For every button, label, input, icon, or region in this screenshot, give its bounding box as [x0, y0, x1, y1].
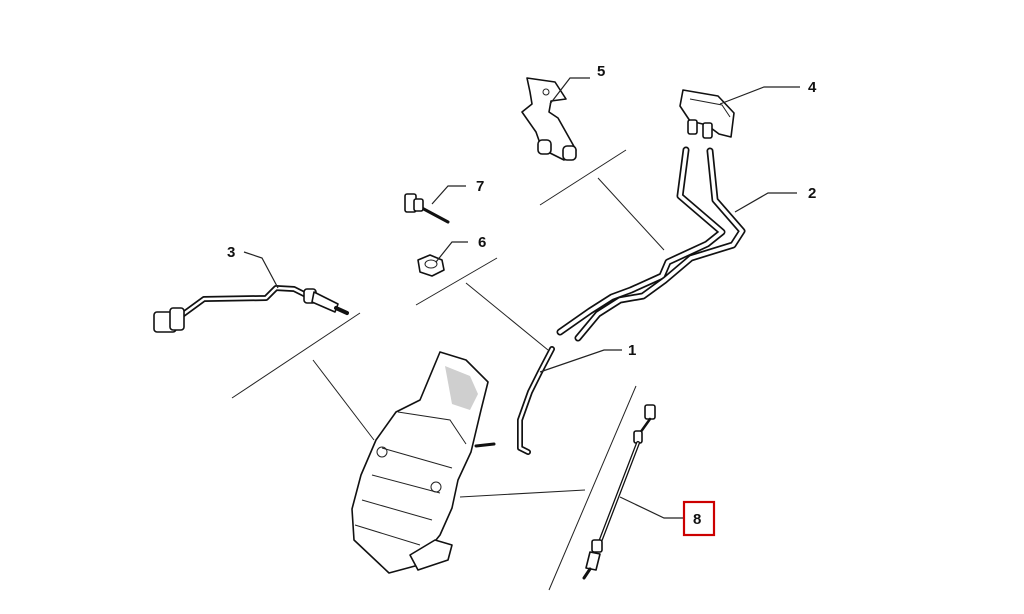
leader-2 — [734, 192, 797, 213]
callout-3[interactable]: 3 — [227, 244, 235, 261]
assembly-guide-lines — [231, 149, 665, 591]
leader-4 — [719, 86, 800, 105]
leader-6 — [435, 241, 468, 263]
leader-3 — [243, 251, 279, 289]
part-3-temperature-sensor[interactable] — [153, 285, 349, 333]
part-6-nut[interactable] — [417, 254, 445, 277]
callout-labels: 1 2 3 4 5 6 7 8 — [227, 63, 817, 537]
part-5-bracket[interactable] — [521, 77, 577, 161]
part-1-pipe[interactable] — [517, 346, 555, 455]
leader-5 — [549, 77, 590, 105]
callout-1[interactable]: 1 — [628, 342, 636, 359]
callout-5[interactable]: 5 — [597, 63, 605, 80]
part-8-lambda-sensor[interactable] — [582, 404, 656, 580]
part-7-stud-bolt[interactable] — [404, 193, 450, 224]
part-4-pressure-sensor[interactable] — [679, 89, 735, 139]
callout-6[interactable]: 6 — [478, 234, 486, 251]
leader-1 — [539, 349, 622, 373]
callout-2[interactable]: 2 — [808, 185, 816, 202]
leader-8 — [619, 496, 684, 519]
callout-8-highlight-box — [682, 500, 716, 537]
callout-leaders — [243, 77, 800, 519]
part-2-hose-assembly[interactable] — [556, 146, 746, 342]
leader-7 — [431, 185, 466, 205]
callout-4[interactable]: 4 — [808, 79, 817, 96]
callout-8[interactable]: 8 — [693, 511, 701, 528]
callout-7[interactable]: 7 — [476, 178, 484, 195]
catalytic-converter-body[interactable] — [351, 351, 496, 574]
